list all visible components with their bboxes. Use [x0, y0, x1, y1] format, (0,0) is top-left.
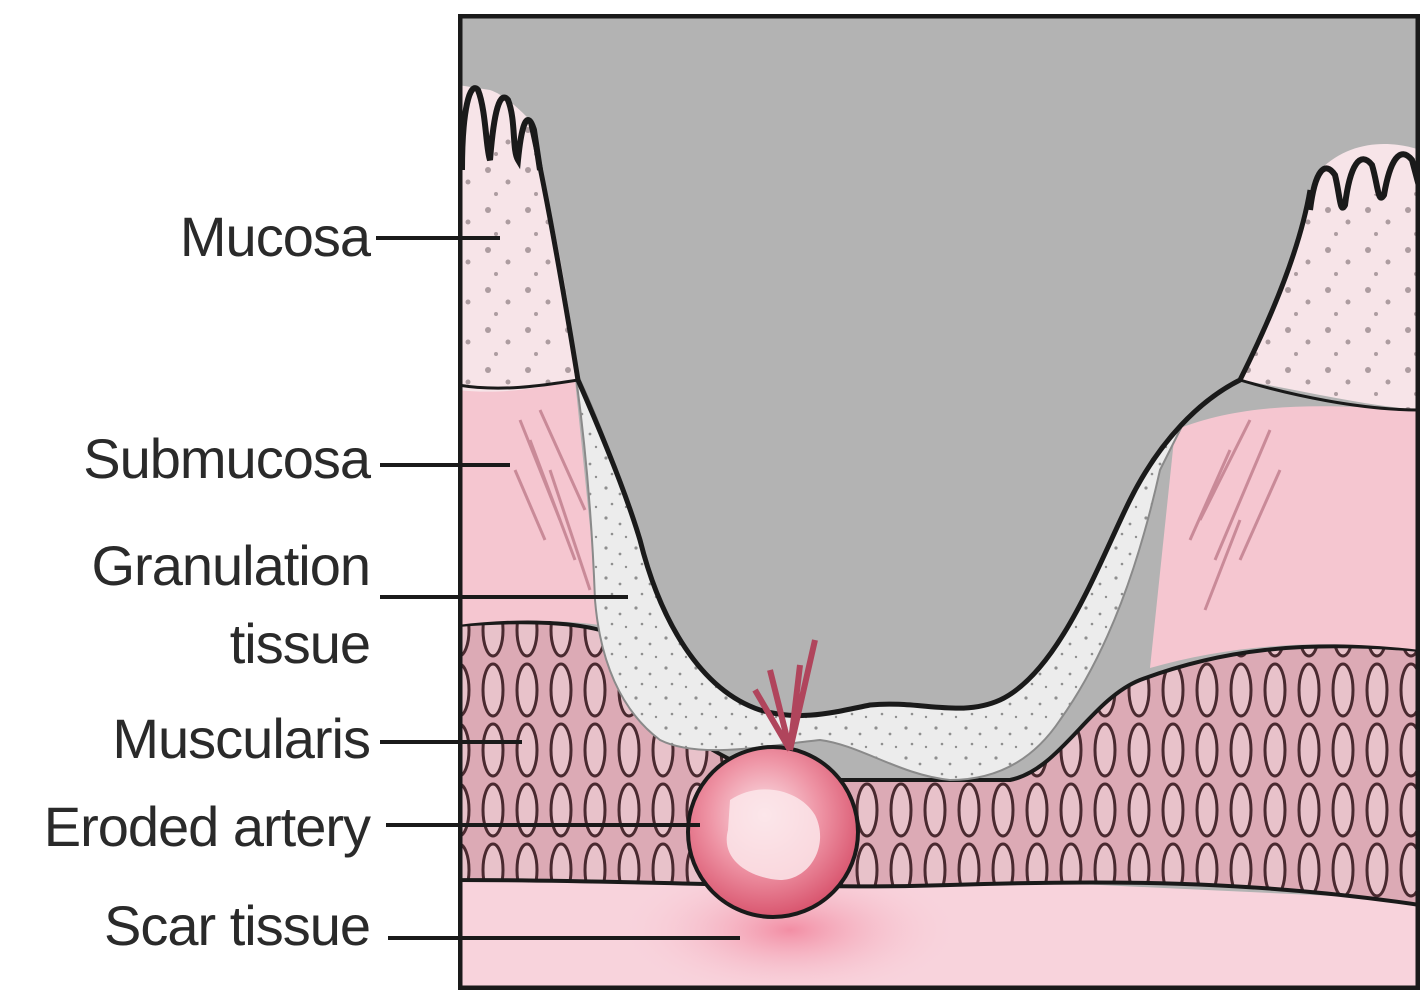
label-granulation-line1: Granulation: [91, 534, 370, 597]
label-granulation-line2: tissue: [230, 612, 370, 675]
label-muscularis: Muscularis: [112, 707, 370, 770]
label-eroded-artery: Eroded artery: [44, 795, 371, 858]
label-scar-tissue: Scar tissue: [104, 894, 370, 957]
tissue-section: [458, 14, 1420, 993]
label-submucosa-group: Submucosa: [83, 427, 510, 490]
label-mucosa: Mucosa: [180, 205, 372, 268]
label-mucosa-group: Mucosa: [180, 205, 500, 268]
label-submucosa: Submucosa: [83, 427, 372, 490]
